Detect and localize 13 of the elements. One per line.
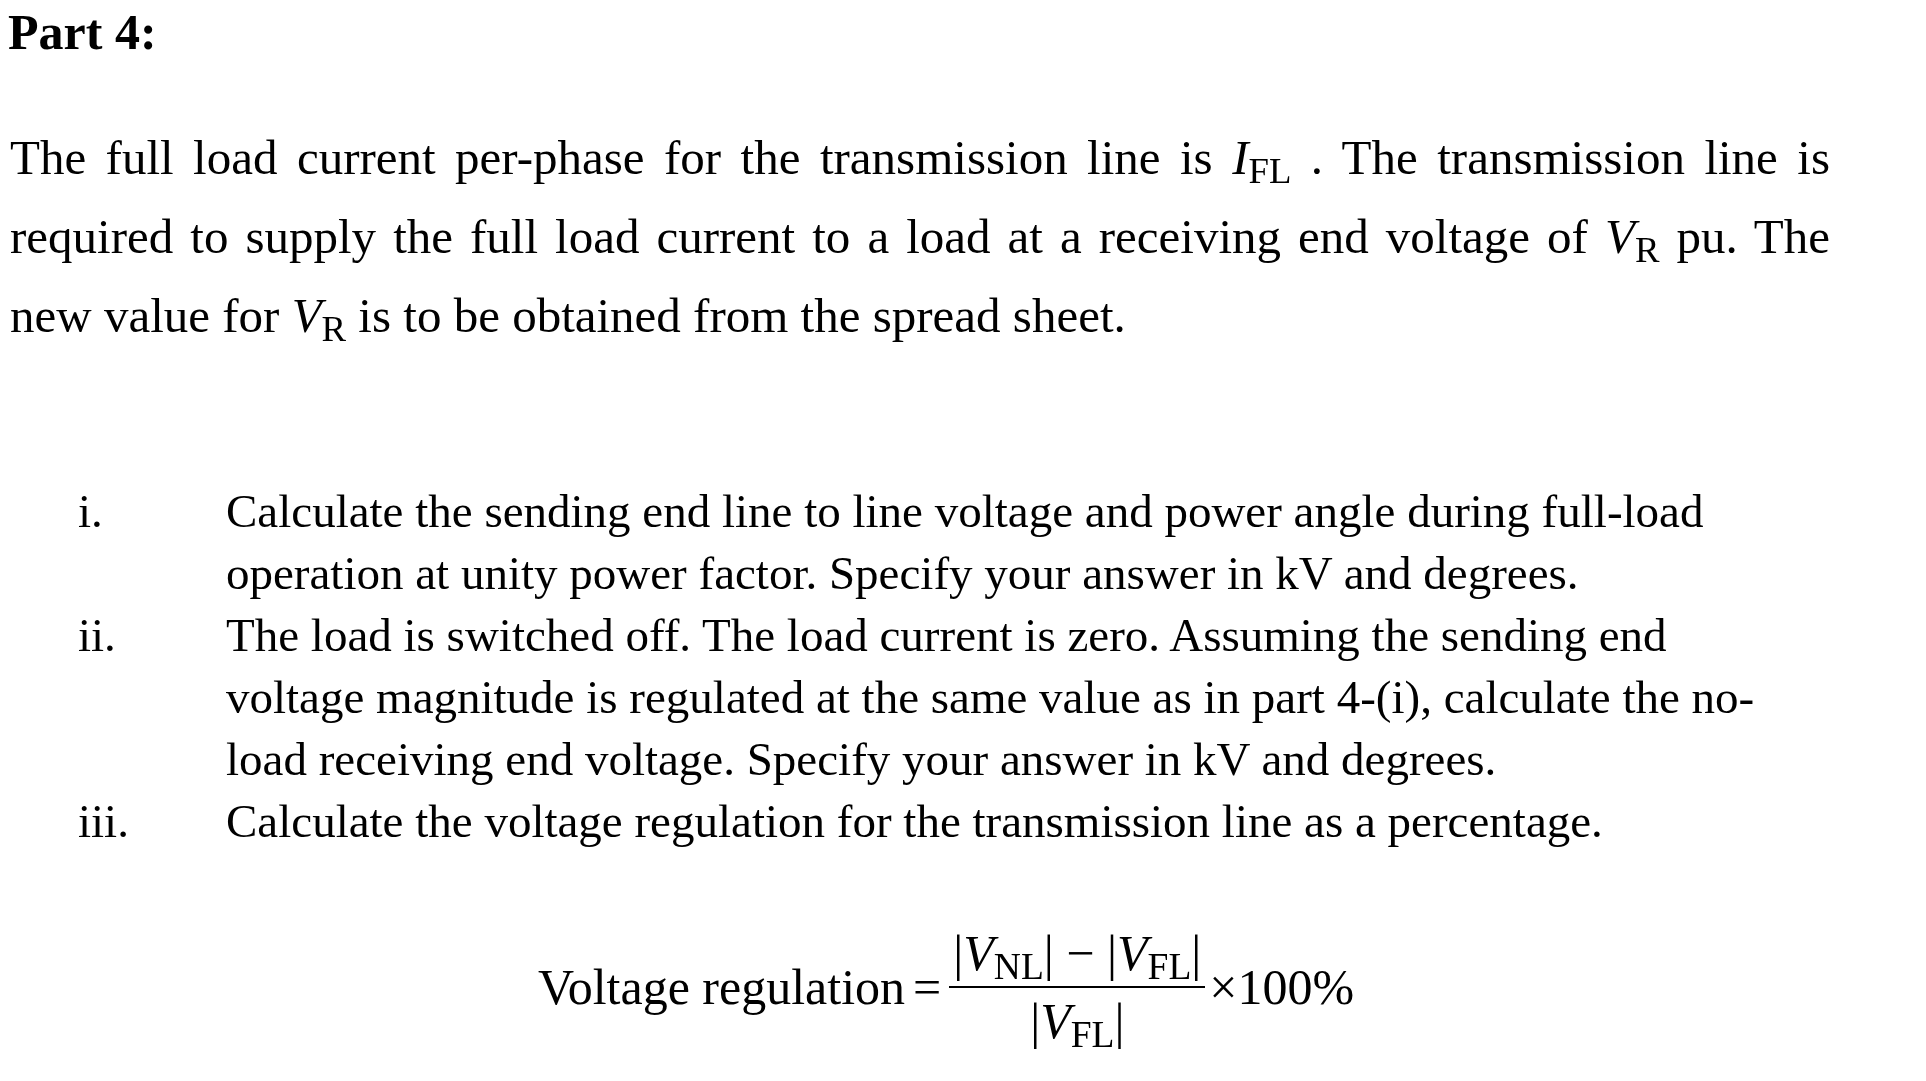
question-text: The load is switched off. The load current is zero. Assuming the sending end voltage magnitude is regulated at the same value as in part 4-(i), calculate the no-load receiving end voltage. Specify your answer in kV and degrees.	[226, 608, 1756, 787]
fraction-numerator: |V$_{NL}$| − |V$_{FL}$|	[952, 924, 1203, 986]
equals-sign: =	[913, 958, 942, 1017]
fraction-denominator: |V$_{FL}$|	[1029, 992, 1126, 1054]
question-text: Calculate the voltage regulation for the transmission line as a percentage.	[226, 794, 1604, 849]
formula-label: Voltage regulation	[538, 958, 906, 1017]
percentage-factor: ×100%	[1209, 958, 1355, 1017]
intro-paragraph: The full load current per-phase for the transmission line is I$_{FL}$ . The transmission line is required to supply the full load current to a load at a receiving end voltage of V$_{R}$ pu. The new value for V$_{R}$ is to be obtained from the spread sheet.	[10, 130, 1830, 343]
item-number: ii.	[78, 608, 117, 663]
question-text: Calculate the sending end line to line voltage and power angle during full-load operation at unity power factor. Specify your answer in kV and degrees.	[226, 484, 1705, 601]
item-number: i.	[78, 484, 104, 539]
part-heading: Part 4:	[8, 3, 157, 62]
item-number: iii.	[78, 794, 130, 849]
